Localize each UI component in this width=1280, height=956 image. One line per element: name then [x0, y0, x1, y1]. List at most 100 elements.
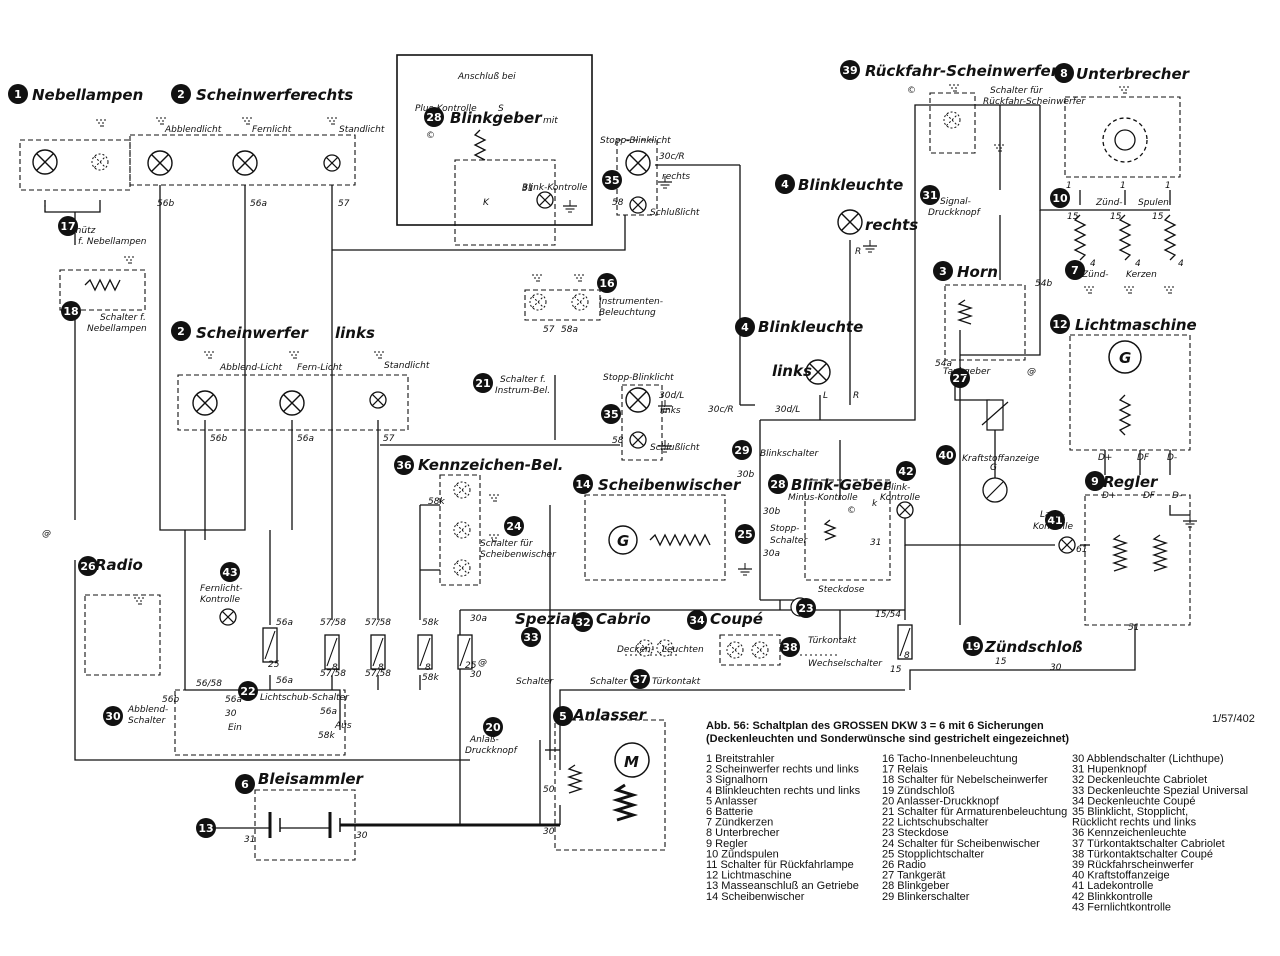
svg-text:G: G [617, 532, 629, 550]
svg-text:57/58: 57/58 [320, 669, 346, 679]
svg-text:58k: 58k [422, 618, 439, 628]
svg-text:28: 28 [426, 111, 441, 124]
svg-text:31: 31 [244, 835, 255, 845]
caption: Abb. 56: Schaltplan des GROSSEN DKW 3 = … [706, 713, 1255, 745]
svg-text:Plus-Kontrolle: Plus-Kontrolle [415, 104, 477, 114]
svg-text:Signal-: Signal- [940, 197, 971, 207]
svg-text:32: 32 [575, 616, 590, 629]
svg-text:Schlußlicht: Schlußlicht [650, 443, 700, 453]
svg-text:Druckknopf: Druckknopf [465, 746, 519, 756]
svg-text:37: 37 [632, 673, 647, 686]
svg-text:Instrumenten-: Instrumenten- [599, 297, 663, 307]
svg-text:56a: 56a [297, 434, 314, 444]
svg-text:Schütz: Schütz [65, 226, 96, 236]
badge-43: 43 [220, 562, 240, 582]
svg-text:Kerzen: Kerzen [1126, 270, 1157, 280]
svg-text:54a: 54a [935, 359, 952, 369]
svg-text:58k: 58k [318, 731, 335, 741]
badge-28: 28 [424, 107, 444, 127]
badge-17: 17 [58, 216, 78, 236]
svg-text:9: 9 [1091, 475, 1099, 488]
svg-text:56a: 56a [276, 676, 293, 686]
svg-text:Druckknopf: Druckknopf [928, 208, 982, 218]
svg-text:30: 30 [470, 670, 482, 680]
svg-text:D-: D- [1172, 491, 1182, 501]
svg-text:31: 31 [922, 189, 937, 202]
svg-text:Wechselschalter: Wechselschalter [808, 659, 883, 669]
badge-22: 22 [238, 681, 258, 701]
svg-text:29: 29 [734, 444, 749, 457]
label-cabrio: Cabrio [596, 610, 651, 628]
svg-text:58a: 58a [561, 325, 578, 335]
svg-text:Lichtschub-Schalter: Lichtschub-Schalter [260, 693, 350, 703]
legend-item: 34 Deckenleuchte Coupé [1072, 795, 1196, 807]
svg-text:@: @ [478, 658, 487, 668]
svg-text:4: 4 [781, 178, 789, 191]
svg-text:42: 42 [898, 465, 913, 478]
legend-item: 42 Blinkkontrolle [1072, 891, 1153, 903]
svg-text:23: 23 [798, 602, 813, 615]
badge-32: 32 [573, 612, 593, 632]
svg-text:54b: 54b [1035, 279, 1052, 289]
legend-item: 13 Masseanschluß an Getriebe [706, 880, 859, 892]
svg-text:©: © [426, 131, 435, 141]
svg-text:DF: DF [1143, 491, 1156, 501]
legend-item: 10 Zündspulen [706, 848, 779, 860]
badge-1: 1 [8, 84, 28, 104]
legend-item: 27 Tankgerät [882, 870, 945, 882]
svg-text:16: 16 [599, 277, 615, 290]
label-bleisammler: Bleisammler [258, 770, 365, 788]
legend-item: 22 Lichtschubschalter [882, 817, 989, 829]
svg-text:D-: D- [1167, 453, 1177, 463]
label-radio: Radio [95, 556, 143, 574]
svg-text:22: 22 [240, 685, 255, 698]
svg-text:56a: 56a [276, 618, 293, 628]
svg-text:Nebellampen: Nebellampen [87, 324, 147, 334]
legend-item: 5 Anlasser [706, 795, 758, 807]
legend-item: 33 Deckenleuchte Spezial Universal [1072, 785, 1248, 797]
svg-text:19: 19 [965, 640, 980, 653]
svg-text:30: 30 [105, 710, 121, 723]
badge-34: 34 [687, 610, 707, 630]
svg-text:61: 61 [1076, 545, 1087, 555]
svg-text:25: 25 [268, 660, 280, 670]
legend-item: 23 Steckdose [882, 827, 949, 839]
legend-item: 9 Regler [706, 838, 748, 850]
legend-item: 29 Blinkerschalter [882, 891, 970, 903]
svg-text:57/58: 57/58 [365, 618, 391, 628]
svg-text:57: 57 [338, 199, 350, 209]
legend-item: 35 Blinklicht, Stopplicht, [1072, 806, 1188, 818]
label-links: links [335, 324, 375, 342]
caption-subtitle: (Deckenleuchten und Sonderwünsche sind g… [706, 733, 1069, 745]
svg-text:mit: mit [543, 116, 558, 126]
svg-text:Spulen: Spulen [1138, 198, 1169, 208]
badge-8: 8 [1054, 63, 1074, 83]
svg-text:27: 27 [952, 372, 967, 385]
svg-text:Standlicht: Standlicht [384, 361, 430, 371]
badge-26: 26 [78, 556, 98, 576]
badge-35b: 35 [601, 404, 621, 424]
svg-text:24: 24 [506, 520, 522, 533]
legend-item: 25 Stopplichtschalter [882, 848, 984, 860]
titles: Nebellampen Scheinwerfer rechts Blinkgeb… [32, 62, 1197, 788]
badge-40: 40 [936, 445, 956, 465]
legend-item: 28 Blinkgeber [882, 880, 950, 892]
label-rechts-2: rechts [865, 216, 918, 234]
svg-text:Standlicht: Standlicht [339, 125, 385, 135]
svg-text:58: 58 [612, 436, 624, 446]
svg-text:D+: D+ [1098, 453, 1112, 463]
svg-text:6: 6 [241, 778, 249, 791]
svg-text:Stopp-Blinklicht: Stopp-Blinklicht [603, 373, 674, 383]
svg-text:1: 1 [1066, 181, 1072, 191]
legend-item: 41 Ladekontrolle [1072, 880, 1153, 892]
svg-text:Anlaß-: Anlaß- [469, 735, 499, 745]
legend-item: 14 Scheibenwischer [706, 891, 805, 903]
badge-39: 39 [840, 60, 860, 80]
svg-text:57: 57 [383, 434, 395, 444]
label-scheinwerfer-rechts: Scheinwerfer [196, 86, 309, 104]
svg-text:D+: D+ [1102, 491, 1116, 501]
svg-text:Abblend-: Abblend- [127, 705, 168, 715]
badge-31: 31 [920, 185, 940, 205]
svg-text:56a: 56a [250, 199, 267, 209]
